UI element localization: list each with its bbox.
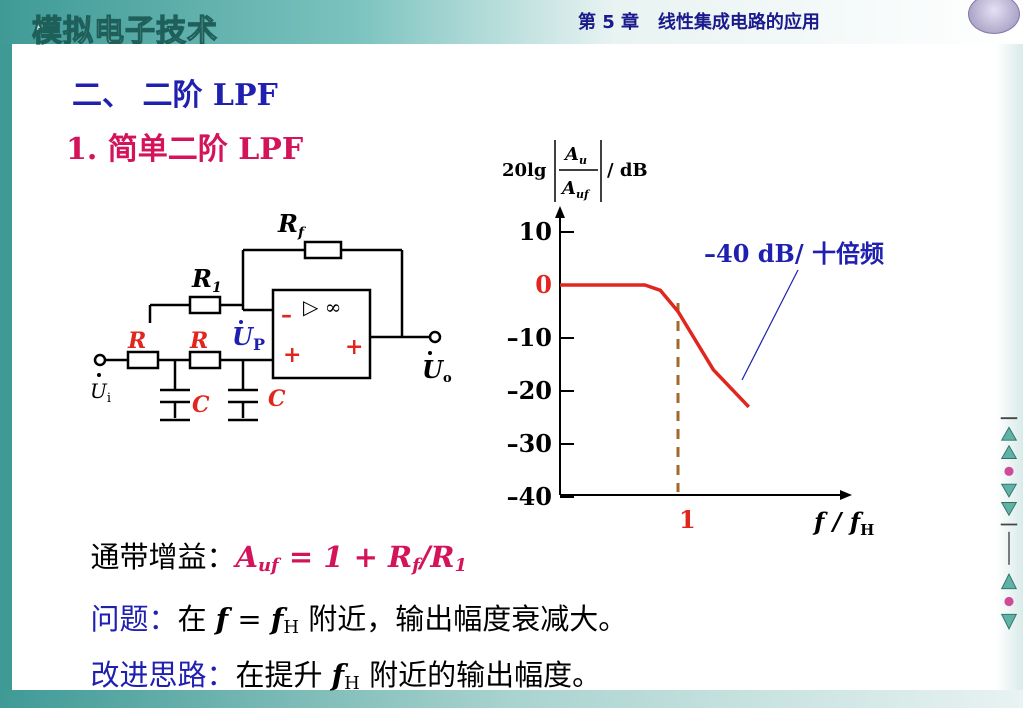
improve-fh: f — [331, 658, 345, 692]
gain-sub-1: 1 — [454, 555, 468, 576]
gain-formula-mid: = 1 + R — [278, 540, 413, 574]
ui-label: Ui — [90, 379, 111, 406]
c-b-label: C — [268, 386, 286, 412]
y-axis-denominator: Auf — [560, 178, 591, 201]
gain-label: 通带增益： — [90, 540, 236, 574]
gain-formula-end: /R — [419, 540, 455, 574]
opamp-minus: – — [281, 302, 292, 328]
prev-slide-icon[interactable] — [1000, 444, 1018, 459]
improve-text-a: 在提升 — [235, 658, 332, 692]
problem-line: 问题：在 f = fH 附近，输出幅度衰减大。 — [72, 562, 627, 638]
slope-annotation: –40 dB/ 十倍频 — [704, 239, 884, 268]
bottom-border — [0, 690, 1023, 708]
improve-label: 改进思路： — [90, 658, 236, 692]
opamp-box — [271, 288, 372, 380]
r-b-label: R — [189, 328, 208, 354]
x-tick-1: 1 — [679, 505, 696, 534]
corner-decoration — [968, 0, 1020, 34]
opamp-plus-in: + — [283, 342, 301, 368]
course-title: 模拟电子技术 — [31, 13, 218, 49]
y-tick-label: –10 — [507, 323, 552, 352]
chapter-title: 第 5 章 线性集成电路的应用 — [578, 12, 820, 33]
resistor-rf — [303, 240, 343, 260]
output-terminal — [428, 330, 442, 344]
y-tick-label: –20 — [507, 376, 552, 405]
home-icon[interactable] — [1004, 466, 1014, 476]
problem-label: 问题： — [90, 602, 178, 636]
problem-fh-sub: H — [283, 617, 300, 638]
y-axis-unit: / dB — [607, 160, 648, 181]
y-tick-label: 0 — [535, 270, 552, 299]
x-axis-label: f / fH — [812, 507, 874, 539]
improve-fh-sub: H — [344, 673, 360, 694]
uo-label: Uo — [422, 355, 452, 386]
c-a-label: C — [192, 392, 210, 418]
rf-label: Rf — [277, 209, 307, 241]
gain-formula-a: A — [235, 540, 258, 574]
gain-sub-uf: uf — [257, 555, 279, 576]
problem-eq: = — [228, 602, 271, 636]
y-axis-numerator: Au — [563, 144, 587, 167]
problem-text-a: 在 — [177, 602, 216, 636]
r1-label: R1 — [191, 264, 222, 296]
opamp-symbol: ▷ ∞ — [303, 295, 341, 319]
improve-text-b: 附近的输出幅度。 — [359, 658, 602, 692]
circuit-diagram: Rf R1 R R C C UP Ui Uo – + + ▷ ∞ — [90, 209, 452, 422]
left-border — [0, 44, 12, 708]
resistor-r1 — [188, 295, 222, 315]
up-label: UP — [232, 322, 265, 354]
problem-f: f — [215, 602, 229, 636]
section-title: 二、 二阶 LPF — [72, 78, 278, 113]
bode-chart: 20lg Au Auf / dB 10 0 –10 –20 –30 –40 –40 dB/… — [502, 140, 884, 539]
annotation-pointer — [741, 269, 799, 381]
resistor-r-a — [126, 350, 160, 370]
r-a-label: R — [127, 328, 146, 354]
subsection-title: 1. 简单二阶 LPF — [66, 132, 304, 167]
header-bar — [0, 0, 1023, 44]
problem-text-b: 附近，输出幅度衰减大。 — [299, 602, 628, 636]
problem-fh: f — [270, 602, 284, 636]
improve-line: 改进思路：在提升 fH 附近的输出幅度。 — [72, 618, 601, 694]
first-slide-icon[interactable] — [1000, 426, 1018, 441]
next-slide-icon[interactable] — [1000, 483, 1018, 498]
gain-sub-f: f — [412, 555, 420, 576]
y-tick-label: –30 — [507, 429, 552, 458]
response-curve — [560, 283, 751, 409]
back-icon[interactable] — [1000, 572, 1018, 590]
forward-icon[interactable] — [1000, 613, 1018, 631]
resistor-r-b — [188, 350, 222, 370]
input-terminal — [93, 353, 107, 367]
y-tick-label: 10 — [519, 217, 552, 246]
y-tick-label: –40 — [507, 482, 552, 511]
gain-line: 通带增益：Auf = 1 + Rf/R1 — [72, 500, 467, 576]
last-slide-icon[interactable] — [1000, 502, 1018, 517]
y-axis-prefix: 20lg — [502, 160, 547, 181]
opamp-plus-out: + — [345, 334, 363, 360]
return-icon[interactable] — [1004, 596, 1014, 607]
slide-navigation — [1000, 417, 1018, 631]
